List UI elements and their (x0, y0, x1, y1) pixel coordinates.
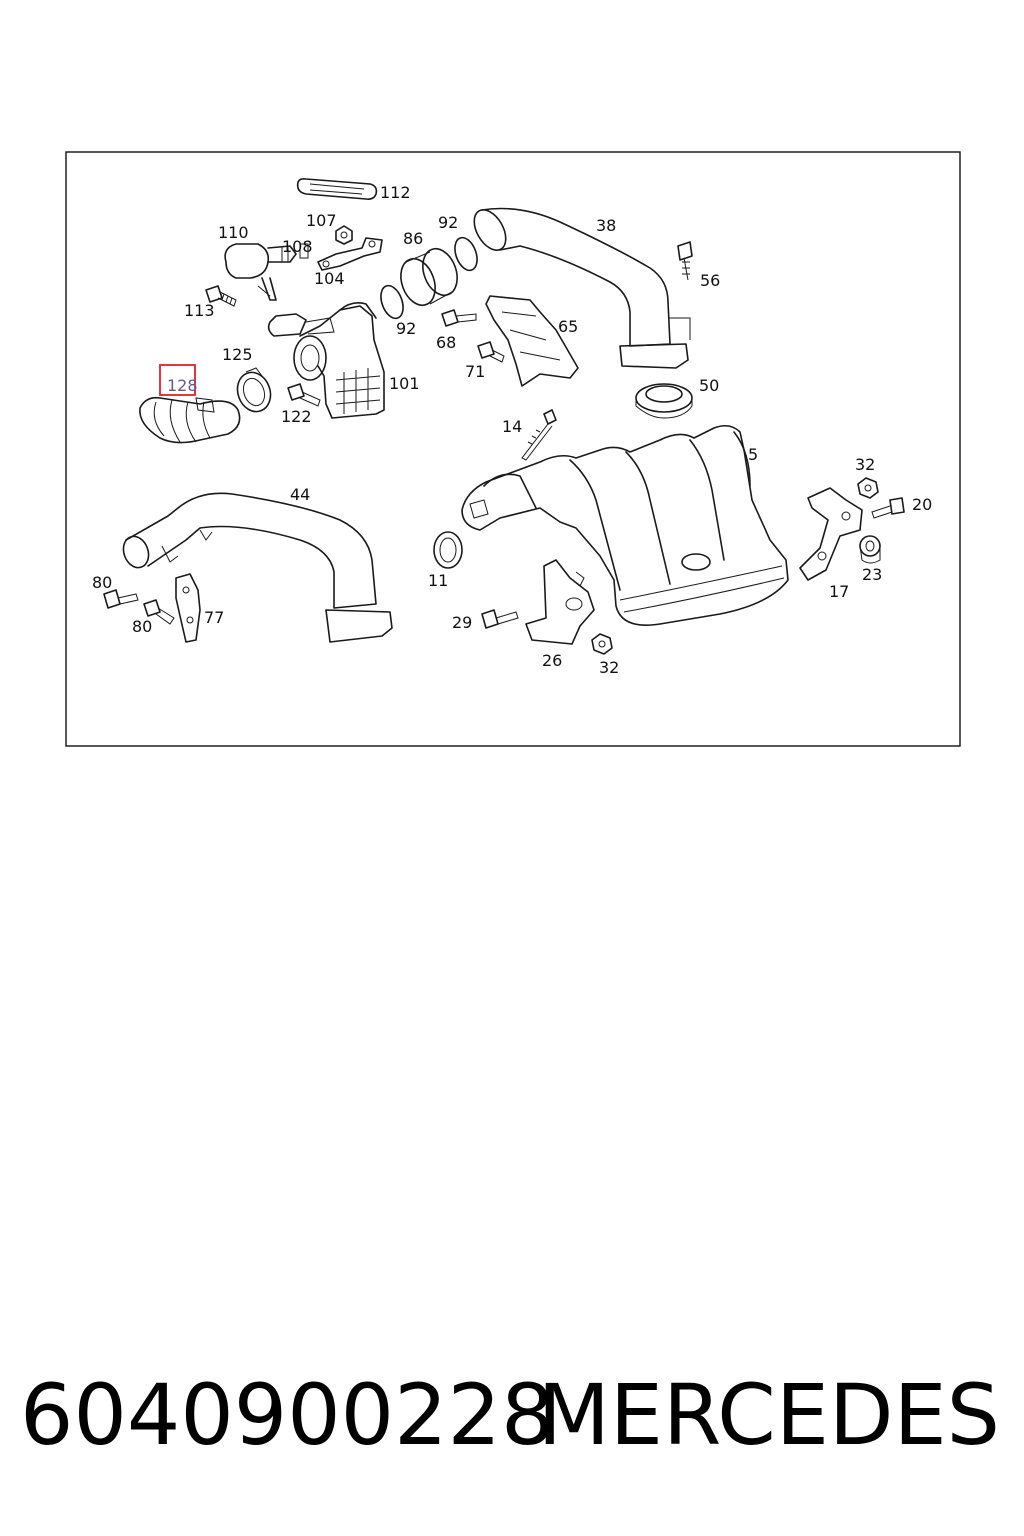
part-68-bolt (441, 309, 477, 327)
callout-92-upper: 92 (438, 213, 458, 232)
part-29-bolt (481, 609, 519, 629)
part-125-clamp (236, 367, 272, 413)
callout-77: 77 (204, 608, 224, 627)
callout-104: 104 (314, 269, 345, 288)
callout-50: 50 (699, 376, 719, 395)
callout-5: 5 (748, 445, 758, 464)
diagram-frame (65, 151, 961, 747)
callout-65: 65 (558, 317, 578, 336)
part-32-nut-upper (857, 477, 879, 499)
callout-32-upper: 32 (855, 455, 875, 474)
part-113-bolt (205, 285, 237, 307)
callout-23: 23 (862, 565, 882, 584)
callout-113: 113 (184, 301, 215, 320)
callout-92-lower: 92 (396, 319, 416, 338)
part-17-bracket (799, 487, 863, 581)
part-11-gasket (433, 531, 463, 569)
callout-44: 44 (290, 485, 310, 504)
callout-110: 110 (218, 223, 249, 242)
part-20-bolt (871, 497, 905, 519)
part-122-bolt (287, 383, 321, 407)
part-112-gasket (296, 178, 378, 200)
callout-11: 11 (428, 571, 448, 590)
part-107-nut (335, 225, 353, 245)
callout-86: 86 (403, 229, 423, 248)
highlight-box (159, 364, 196, 396)
callout-108: 108 (282, 237, 313, 256)
callout-122: 122 (281, 407, 312, 426)
callout-80-upper: 80 (92, 573, 112, 592)
part-77-bracket (175, 573, 201, 643)
part-26-bracket (525, 559, 595, 645)
callout-14: 14 (502, 417, 522, 436)
callout-101: 101 (389, 374, 420, 393)
part-71-bolt (477, 341, 505, 363)
part-50-seal (635, 383, 693, 419)
callout-32-lower: 32 (599, 658, 619, 677)
part-86-coupling (400, 247, 458, 307)
callout-29: 29 (452, 613, 472, 632)
part-65-bracket (485, 295, 579, 387)
exploded-parts-diagram: 112 107 92 38 110 86 108 104 56 113 92 6… (65, 151, 961, 747)
part-23-bushing (859, 535, 881, 564)
callout-125: 125 (222, 345, 253, 364)
callout-68: 68 (436, 333, 456, 352)
part-number: 6040900228 (20, 1366, 555, 1464)
footer: 6040900228 MERCEDES (0, 1365, 1024, 1465)
part-101-throttle-body (267, 302, 385, 419)
part-44-intake-pipe (122, 492, 393, 643)
part-104-bracket (317, 237, 383, 271)
callout-71: 71 (465, 362, 485, 381)
callout-56: 56 (700, 271, 720, 290)
part-14-bolt (521, 409, 557, 461)
part-32-nut-lower (591, 633, 613, 655)
part-128-hose (139, 396, 241, 444)
callout-38: 38 (596, 216, 616, 235)
part-92-ring-lower (380, 284, 404, 320)
part-110-actuator (224, 243, 309, 301)
callout-80-lower: 80 (132, 617, 152, 636)
part-80-bolt-lower (143, 599, 175, 625)
part-92-ring-upper (454, 236, 478, 272)
callout-112: 112 (380, 183, 411, 202)
callout-128: 128 (167, 376, 198, 395)
part-80-bolt-upper (103, 589, 139, 609)
part-56-bolt (677, 241, 693, 281)
part-38-charge-pipe (473, 207, 691, 369)
part-5-exhaust-manifold (461, 424, 789, 626)
callout-20: 20 (912, 495, 932, 514)
callout-107: 107 (306, 211, 337, 230)
callout-26: 26 (542, 651, 562, 670)
brand-name: MERCEDES (537, 1366, 1000, 1464)
callout-17: 17 (829, 582, 849, 601)
